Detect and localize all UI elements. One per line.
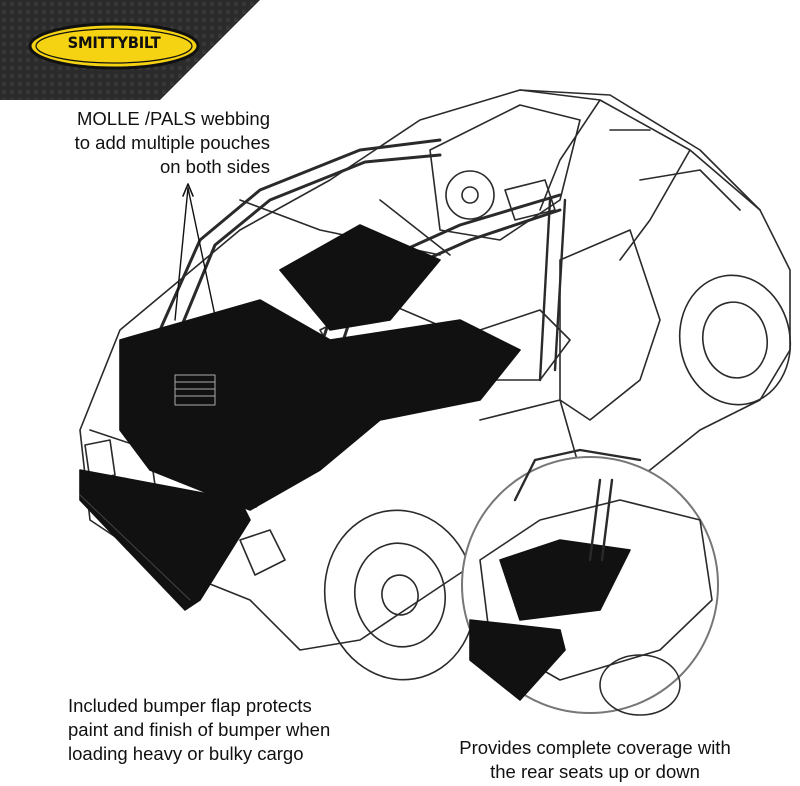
molle-webbing (174, 374, 216, 406)
callout-line: to add multiple pouches (74, 132, 270, 153)
bumper-flap (79, 469, 251, 611)
callout-line: loading heavy or bulky cargo (68, 743, 304, 764)
callout-bumper-flap: Included bumper flap protects paint and … (68, 694, 398, 766)
callout-line: Provides complete coverage with (459, 737, 731, 758)
callout-pointer (174, 187, 256, 506)
callout-line: paint and finish of bumper when (68, 719, 331, 740)
callout-line: the rear seats up or down (490, 761, 700, 782)
callout-line: on both sides (159, 156, 270, 177)
rear-seat-liner (279, 224, 441, 331)
front-wheel (678, 274, 792, 406)
brand-logo: SMITTYBILT (67, 33, 161, 52)
callout-line: Included bumper flap protects (68, 695, 312, 716)
logo-badge (28, 22, 200, 70)
inset-view (461, 448, 719, 716)
roll-cage (158, 138, 442, 332)
callout-line: MOLLE /PALS webbing (77, 108, 270, 129)
steering-wheel (445, 170, 495, 220)
callout-molle-webbing: MOLLE /PALS webbing to add multiple pouc… (20, 107, 270, 179)
cargo-liner (119, 299, 521, 511)
vehicle-body (79, 89, 791, 651)
callout-coverage: Provides complete coverage with the rear… (430, 736, 760, 784)
header-corner (0, 0, 260, 100)
